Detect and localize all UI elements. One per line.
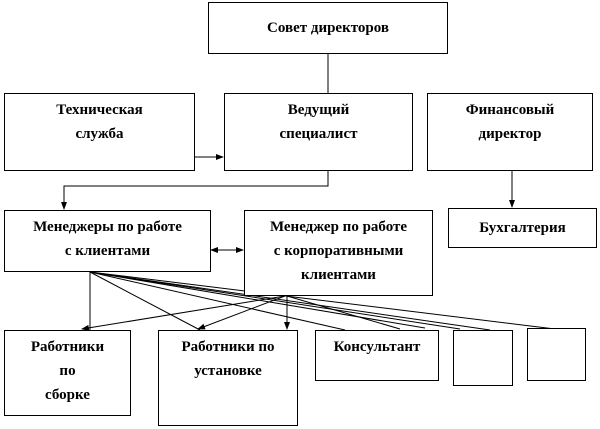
label: сборке: [45, 387, 90, 403]
label: Техническая: [56, 102, 143, 118]
label: Работники по: [181, 339, 275, 355]
tech-service-box: Техническая служба: [4, 93, 195, 171]
label: служба: [75, 126, 124, 142]
line: [89, 271, 346, 331]
label: клиентами: [301, 267, 376, 283]
assembly-workers-box: Работники по сборке: [4, 330, 131, 416]
label: Ведущий: [287, 102, 350, 118]
lead-specialist-box: Ведущий специалист: [224, 93, 413, 171]
label: Консультант: [333, 339, 421, 355]
label: специалист: [279, 126, 358, 142]
accounting-box: Бухгалтерия: [448, 208, 597, 248]
label: Совет директоров: [267, 20, 389, 36]
label: с клиентами: [64, 243, 151, 259]
board-box: Совет директоров: [208, 2, 448, 54]
arrow: [81, 295, 286, 331]
empty-box: [453, 330, 513, 386]
arrow: [197, 295, 286, 330]
line: [286, 295, 401, 330]
label: установке: [194, 363, 262, 379]
label: Бухгалтерия: [479, 220, 566, 236]
line: [89, 271, 556, 330]
consultant-box: Консультант: [315, 330, 439, 381]
line: [89, 271, 461, 330]
finance-director-box: Финансовый директор: [427, 93, 593, 171]
lead-to-managers-arrow: [61, 170, 329, 210]
label: Менеджеры по работе: [33, 219, 182, 235]
label: директор: [478, 126, 542, 142]
label: по: [59, 363, 76, 379]
empty-box: [527, 328, 586, 381]
client-managers-box: Менеджеры по работе с клиентами: [4, 210, 211, 272]
label: Финансовый: [465, 102, 555, 118]
label: с корпоративными: [273, 243, 404, 259]
corporate-manager-box: Менеджер по работе с корпоративными клиент…: [244, 210, 433, 296]
installation-workers-box: Работники по установке: [158, 330, 298, 426]
label: Работники: [30, 339, 105, 355]
label: Менеджер по работе: [269, 219, 408, 235]
line: [89, 271, 201, 331]
line: [89, 271, 491, 331]
